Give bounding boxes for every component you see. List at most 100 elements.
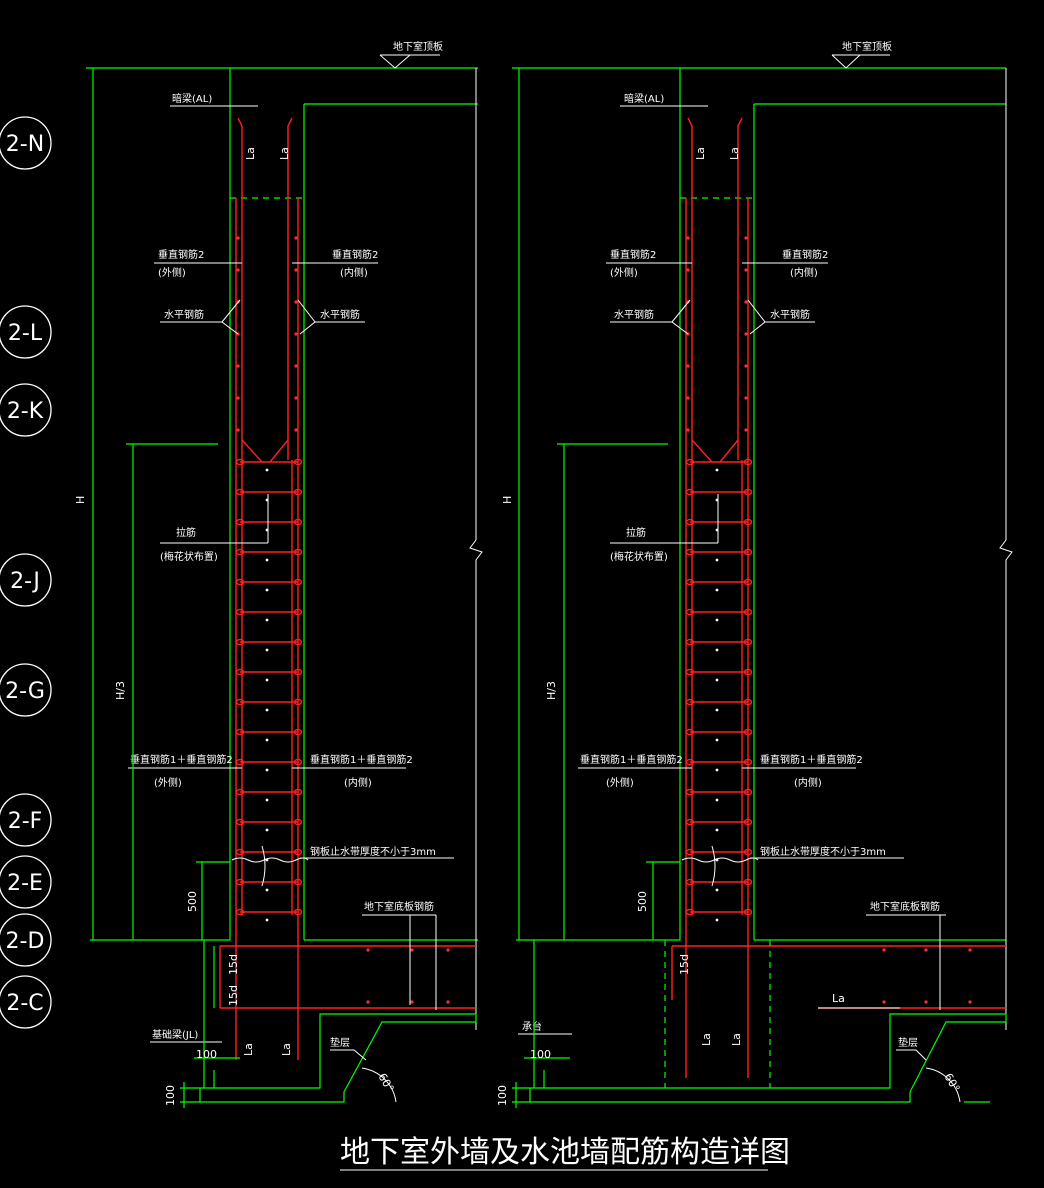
tie-hook <box>293 638 303 646</box>
axis-bubble-2G[interactable]: 2-G <box>0 663 52 717</box>
slab-rebar-dot <box>924 1000 928 1004</box>
svg-text:垂直钢筋1＋垂直钢筋2: 垂直钢筋1＋垂直钢筋2 <box>310 753 413 766</box>
svg-text:拉筋: 拉筋 <box>626 526 646 539</box>
tie-hook <box>293 578 303 586</box>
svg-text:2-G: 2-G <box>5 679 45 704</box>
tie-hook <box>743 788 753 796</box>
left-label-vert2-out: 垂直钢筋2 (外侧) <box>154 248 242 279</box>
slab-rebar-dot <box>882 948 886 952</box>
right-label-vert2-out: 垂直钢筋2 (外侧) <box>606 248 692 279</box>
rebar-dot <box>744 396 748 400</box>
tie-hook <box>293 488 303 496</box>
left-label-tie: 拉筋 (梅花状布置) <box>160 494 269 563</box>
tie-hook <box>293 698 303 706</box>
svg-text:2-N: 2-N <box>6 132 44 157</box>
tie-dot <box>715 888 719 892</box>
right-label-tie: 拉筋 (梅花状布置) <box>610 494 719 563</box>
tie-dot <box>715 738 719 742</box>
axis-bubble-2D[interactable]: 2-D <box>0 913 52 967</box>
svg-text:地下室底板钢筋: 地下室底板钢筋 <box>870 900 940 913</box>
svg-text:100: 100 <box>196 1048 217 1061</box>
svg-text:拉筋: 拉筋 <box>176 526 196 539</box>
axis-bubble-2C[interactable]: 2-C <box>0 975 52 1029</box>
right-lap-left: La <box>694 147 707 160</box>
tie-hook <box>235 668 245 676</box>
left-top-slab-marker: 地下室顶板 <box>379 40 443 69</box>
right-detail: 地下室顶板 暗梁(AL) La La 垂直钢筋2 (外侧) <box>496 40 1013 1108</box>
slab-rebar-dot <box>410 1000 414 1004</box>
tie-dot <box>715 798 719 802</box>
rebar-dot <box>236 396 240 400</box>
tie-dot <box>715 588 719 592</box>
rebar-dot <box>744 268 748 272</box>
rebar-dot <box>744 364 748 368</box>
tie-hook <box>235 788 245 796</box>
right-dim-15d: 15d <box>678 954 691 975</box>
tie-dot <box>265 648 269 652</box>
right-label-waterstop: 钢板止水带厚度不小于3mm <box>681 845 904 887</box>
slab-rebar-dot <box>968 948 972 952</box>
tie-hook <box>685 878 695 886</box>
svg-text:La: La <box>700 1033 713 1046</box>
svg-text:La: La <box>242 1043 255 1056</box>
tie-hook <box>743 818 753 826</box>
svg-text:500: 500 <box>186 891 199 912</box>
tie-hook <box>743 518 753 526</box>
svg-text:2-C: 2-C <box>6 991 43 1016</box>
right-label-vert2-in: 垂直钢筋2 (内侧) <box>742 248 828 279</box>
left-label-horiz-right: 水平钢筋 <box>297 299 365 335</box>
axis-bubble-2F[interactable]: 2-F <box>0 793 52 847</box>
left-dim-h: H <box>74 67 230 940</box>
right-tie-bars <box>685 458 753 922</box>
rebar-dot <box>294 300 298 304</box>
tie-dot <box>265 468 269 472</box>
svg-text:地下室底板钢筋: 地下室底板钢筋 <box>364 900 434 913</box>
left-label-bottom-rebar: 地下室底板钢筋 <box>362 900 437 1010</box>
svg-text:暗梁(AL): 暗梁(AL) <box>624 92 664 105</box>
svg-text:地下室顶板: 地下室顶板 <box>842 40 892 53</box>
axis-bubble-2K[interactable]: 2-K <box>0 383 52 437</box>
rebar-dot <box>744 300 748 304</box>
tie-dot <box>265 618 269 622</box>
tie-hook <box>685 518 695 526</box>
rebar-dot <box>686 364 690 368</box>
left-rebars <box>219 117 476 1060</box>
left-lap-right: La <box>278 147 291 160</box>
svg-text:水平钢筋: 水平钢筋 <box>614 308 654 321</box>
tie-hook <box>685 818 695 826</box>
rebar-dot <box>294 428 298 432</box>
right-dim-h3: H/3 <box>545 443 668 940</box>
tie-hook <box>293 458 303 466</box>
tie-hook <box>685 788 695 796</box>
tie-hook <box>293 758 303 766</box>
tie-hook <box>685 698 695 706</box>
tie-hook <box>235 548 245 556</box>
axis-bubble-2L[interactable]: 2-L <box>0 305 52 359</box>
tie-hook <box>743 848 753 856</box>
axis-bubble-2N[interactable]: 2-N <box>0 116 52 170</box>
svg-text:100: 100 <box>530 1048 551 1061</box>
tie-hook <box>235 578 245 586</box>
rebar-dot <box>294 236 298 240</box>
axis-bubble-2E[interactable]: 2-E <box>0 855 52 909</box>
tie-hook <box>293 878 303 886</box>
tie-hook <box>235 878 245 886</box>
svg-text:La: La <box>730 1033 743 1046</box>
slab-rebar-dot <box>968 1000 972 1004</box>
left-label-foundation-beam: 基础梁(JL) <box>150 1028 222 1043</box>
rebar-dot <box>686 428 690 432</box>
svg-text:(内侧): (内侧) <box>790 266 818 279</box>
svg-text:(内侧): (内侧) <box>340 266 368 279</box>
right-label-bottom-rebar: 地下室底板钢筋 <box>866 900 946 1010</box>
right-label-horiz-left: 水平钢筋 <box>610 299 691 335</box>
tie-hook <box>293 818 303 826</box>
right-label-bottom-la: La <box>818 992 900 1009</box>
tie-hook <box>293 848 303 856</box>
tie-hook <box>293 518 303 526</box>
tie-hook <box>235 728 245 736</box>
svg-text:(外侧): (外侧) <box>606 776 634 789</box>
rebar-dot <box>236 268 240 272</box>
tie-hook <box>685 728 695 736</box>
axis-bubble-2J[interactable]: 2-J <box>0 553 52 607</box>
